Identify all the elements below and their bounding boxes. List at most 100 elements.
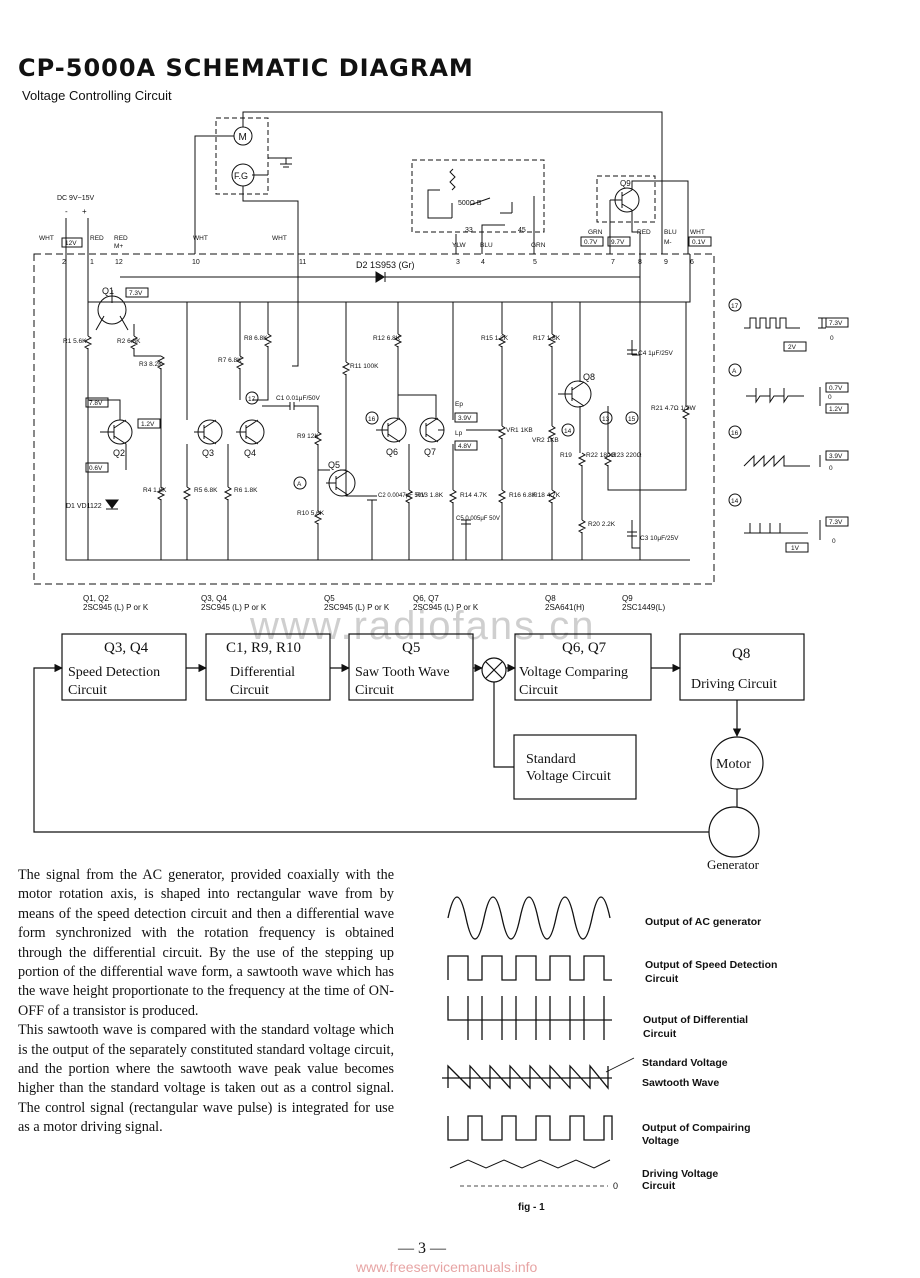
r12-label: R12 6.8K bbox=[373, 335, 401, 342]
voltage-tag-7-3v-q1-text: 7.3V bbox=[129, 290, 143, 297]
svg-text:Circuit: Circuit bbox=[68, 683, 107, 698]
page-subtitle: Voltage Controlling Circuit bbox=[22, 88, 172, 103]
ground-symbol bbox=[268, 157, 292, 168]
page-number: — 3 — bbox=[398, 1240, 446, 1257]
svg-text:Driving Circuit: Driving Circuit bbox=[691, 677, 777, 692]
pin-12: 12 bbox=[115, 259, 123, 266]
pin-2: 2 bbox=[62, 259, 66, 266]
pin-10: 10 bbox=[192, 259, 200, 266]
svg-text:0: 0 bbox=[832, 538, 836, 545]
c1-capacitor bbox=[262, 402, 298, 410]
q9-leads bbox=[609, 180, 689, 254]
r21-label: R21 4.7Ω 1/2W bbox=[651, 405, 696, 412]
pot-500-resistor bbox=[449, 168, 456, 191]
wire-ylw: YLW bbox=[452, 242, 466, 249]
voltage-tag-0-7v-text: 0.7V bbox=[584, 239, 598, 246]
r6-label: R6 1.8K bbox=[234, 487, 258, 494]
svg-text:Speed Detection: Speed Detection bbox=[68, 665, 160, 680]
test-point-16: 16 bbox=[365, 411, 379, 425]
fig1-label-diff-2: Circuit bbox=[643, 1028, 677, 1040]
parts-q6q7-part: 2SC945 (L) P or K bbox=[413, 603, 479, 612]
svg-text:1V: 1V bbox=[791, 545, 800, 552]
c5-label: C5 0.005μF 50V bbox=[456, 516, 500, 522]
circuit-wiring bbox=[87, 254, 687, 560]
fig1-label-ac: Output of AC generator bbox=[645, 916, 761, 928]
svg-text:7.3V: 7.3V bbox=[829, 519, 843, 526]
wire-grn-2: GRN bbox=[588, 229, 603, 236]
r23-label: R23 220Ω bbox=[612, 452, 642, 459]
parts-q8-part: 2SA641(H) bbox=[545, 603, 585, 612]
r22-label: R22 180Ω bbox=[586, 452, 616, 459]
wire-blu-1: BLU bbox=[480, 242, 493, 249]
wave-speed-detection bbox=[447, 955, 612, 981]
fig1-label-standard: Standard Voltage bbox=[642, 1057, 728, 1069]
parts-q3q4-ref: Q3, Q4 bbox=[201, 594, 227, 603]
q8-leads bbox=[558, 381, 585, 407]
parts-q9-ref: Q9 bbox=[622, 594, 633, 603]
parts-q1q2-part: 2SC945 (L) P or K bbox=[83, 603, 149, 612]
wave-comparing bbox=[447, 1115, 613, 1141]
wire-wht-2: WHT bbox=[193, 235, 208, 242]
fig1-label-speed-2: Circuit bbox=[645, 973, 679, 985]
svg-text:0: 0 bbox=[829, 465, 833, 472]
r14-label: R14 4.7K bbox=[460, 492, 488, 499]
svg-text:Differential: Differential bbox=[230, 665, 295, 680]
svg-text:0.7V: 0.7V bbox=[829, 385, 843, 392]
r18-label: R18 4.7K bbox=[533, 492, 561, 499]
fig1-label-diff-1: Output of Differential bbox=[643, 1014, 748, 1026]
q6-leads bbox=[376, 417, 401, 443]
pin-7: 7 bbox=[611, 259, 615, 266]
r10-label: R10 5.6K bbox=[297, 510, 325, 517]
q7-leads bbox=[425, 417, 444, 443]
svg-text:Motor: Motor bbox=[716, 757, 751, 772]
r11-label: R11 100K bbox=[350, 363, 379, 370]
pin-5: 5 bbox=[533, 259, 537, 266]
r15-label: R15 1.2K bbox=[481, 335, 509, 342]
test-point-15: 15 bbox=[625, 411, 639, 425]
motor-fg-box bbox=[215, 117, 269, 195]
svg-text:16: 16 bbox=[731, 430, 739, 437]
test-point-14: 14 bbox=[561, 423, 575, 437]
fig1-label-comp-2: Voltage bbox=[642, 1135, 679, 1147]
motor-wires bbox=[194, 111, 663, 254]
q7-label: Q7 bbox=[424, 447, 436, 457]
driving-zero-label: 0 bbox=[613, 1181, 618, 1191]
svg-text:0: 0 bbox=[828, 394, 832, 401]
block-saw-tooth: Q5 Saw Tooth Wave Circuit bbox=[348, 633, 474, 701]
svg-text:1.2V: 1.2V bbox=[829, 406, 843, 413]
svg-text:Voltage Circuit: Voltage Circuit bbox=[526, 769, 611, 784]
page-title: CP-5000A SCHEMATIC DIAGRAM bbox=[18, 54, 474, 82]
q1-label: Q1 bbox=[102, 286, 114, 296]
fig1-label-drive-2: Circuit bbox=[642, 1180, 676, 1192]
svg-text:Circuit: Circuit bbox=[230, 683, 269, 698]
speed-45-label: 45 bbox=[518, 227, 526, 234]
c4-capacitor bbox=[627, 349, 637, 355]
voltage-tag-12v bbox=[61, 237, 83, 248]
wire-red-3: RED bbox=[637, 229, 651, 236]
block-driving: Q8 Driving Circuit bbox=[679, 633, 805, 701]
r20-label: R20 2.2K bbox=[588, 521, 616, 528]
parts-list: Q1, Q2 2SC945 (L) P or K Q3, Q4 2SC945 (… bbox=[83, 594, 665, 612]
voltage-tag-0-7v bbox=[580, 236, 604, 247]
svg-text:Saw Tooth Wave: Saw Tooth Wave bbox=[355, 665, 450, 680]
wire-wht-1: WHT bbox=[39, 235, 54, 242]
svg-text:Q3, Q4: Q3, Q4 bbox=[104, 640, 149, 656]
voltage-tag-7-8v-text: 7.8V bbox=[89, 400, 103, 407]
comparator-symbol bbox=[481, 657, 507, 683]
q9-box bbox=[596, 175, 656, 223]
r5-label: R5 6.8K bbox=[194, 487, 218, 494]
c4-label: C4 1μF/25V bbox=[638, 350, 673, 357]
pin-6: 6 bbox=[690, 259, 694, 266]
r17-label: R17 1.8K bbox=[533, 335, 561, 342]
d2-label: D2 1S953 (Gr) bbox=[356, 260, 415, 270]
c2-label: C2 0.0047μF 50V bbox=[378, 493, 425, 499]
waveform-16: 16 3.9V 0 bbox=[728, 425, 849, 472]
d2-diode bbox=[375, 271, 386, 283]
standard-voltage-pointer bbox=[605, 1057, 635, 1073]
voltage-tag-9-7v bbox=[607, 236, 631, 247]
svg-text:17: 17 bbox=[248, 396, 256, 403]
svg-text:13: 13 bbox=[602, 416, 610, 423]
svg-text:C1, R9, R10: C1, R9, R10 bbox=[226, 640, 301, 656]
voltage-tag-7-3v-q1 bbox=[125, 287, 149, 298]
waveform-17: 17 7.3V 0 2V bbox=[728, 298, 849, 352]
